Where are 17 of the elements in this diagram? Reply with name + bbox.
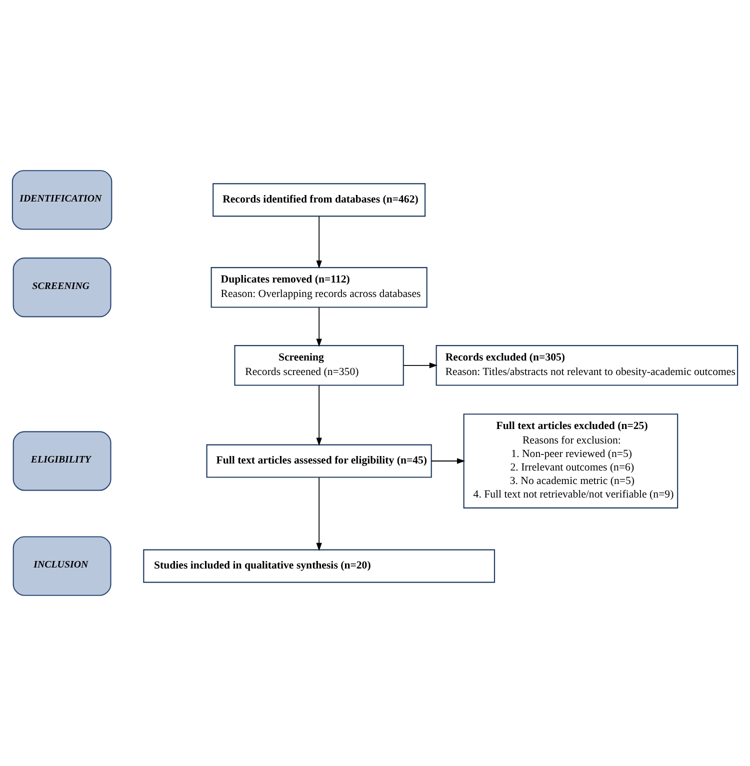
node-box: Full text articles excluded (n=25) Reasons for exclusion: 1. Non-peer reviewed (n=5) 2. Irrelevant outcomes (n=6) 3. No academic metric (n=5) 4. Full text not retrievable/not verifiable (n=9): [463, 414, 678, 508]
node-box: SCREENING: [12, 258, 112, 318]
node-box: Records identified from databases (n=462): [212, 183, 426, 217]
node-box: Records excluded (n=305) Reason: Titles/abstracts not relevant to obesity-academic outcomes: [436, 345, 738, 386]
node-box: Duplicates removed (n=112) Reason: Overlapping records across databases: [210, 267, 428, 308]
node-box: Full text articles assessed for eligibility (n=45): [206, 444, 432, 478]
arrow: [316, 216, 322, 269]
arrow: [430, 458, 466, 464]
node-box: Screening Records screened (n=350): [234, 345, 404, 386]
node-box: IDENTIFICATION: [12, 170, 112, 230]
node-box: ELIGIBILITY: [12, 431, 112, 491]
node-box: Studies included in qualitative synthesis (n=20): [143, 549, 496, 583]
node-box: INCLUSION: [12, 536, 112, 596]
arrow: [316, 477, 322, 552]
arrow: [316, 384, 322, 446]
arrow: [403, 362, 438, 368]
arrow: [316, 307, 322, 347]
